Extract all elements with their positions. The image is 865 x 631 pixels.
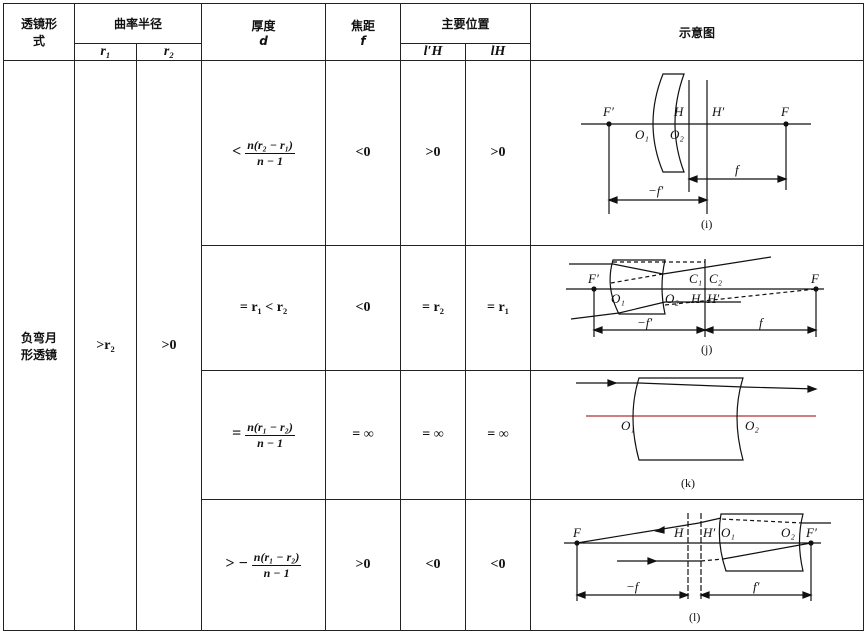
focal-cell: = ∞ (325, 370, 401, 500)
header-lens-form: 透镜形式 (3, 3, 75, 61)
lH-cell: = r₁ (465, 245, 531, 371)
diagram-l: F F′ H H′ O₁ O₂ −f f′ (l) (530, 499, 864, 631)
lHp-cell: <0 (400, 499, 466, 631)
header-principal: 主要位置 (400, 3, 531, 44)
svg-text:−f′: −f′ (648, 183, 663, 198)
thickness-cell: > −n(r₁ − r₂)n − 1 (201, 499, 326, 631)
lH-cell: >0 (465, 60, 531, 246)
lH-cell: = ∞ (465, 370, 531, 500)
svg-text:−f: −f (626, 579, 641, 594)
table-row: > −n(r₁ − r₂)n − 1 >0 <0 <0 F F′ H H′ O₁ O₂… (4, 499, 864, 631)
svg-text:O₂: O₂ (670, 127, 684, 142)
svg-text:(k): (k) (681, 476, 695, 490)
svg-text:H′: H′ (711, 104, 724, 119)
svg-text:O₁: O₁ (611, 291, 625, 306)
focal-cell: >0 (325, 499, 401, 631)
header-diagram: 示意图 (530, 3, 864, 61)
svg-text:F: F (780, 104, 790, 119)
svg-text:F: F (810, 271, 820, 286)
lHp-cell: = ∞ (400, 370, 466, 500)
svg-text:H: H (690, 291, 701, 306)
svg-text:O₂: O₂ (665, 291, 679, 306)
thickness-cell: =n(r₁ − r₂)n − 1 (201, 370, 326, 500)
lens-type: 负弯月形透镜 (3, 60, 75, 631)
svg-text:F′: F′ (602, 104, 614, 119)
svg-text:(l): (l) (689, 610, 700, 624)
lH-cell: <0 (465, 499, 531, 631)
svg-text:f′: f′ (753, 579, 760, 594)
r2-value: >0 (136, 60, 202, 631)
svg-text:H: H (673, 104, 684, 119)
thickness-cell: = r₁ < r₂ (201, 245, 326, 371)
diagram-k: O₁ O₂ (k) (530, 370, 864, 500)
diagram-j: F′ F C₁ C₂ O₁ O₂ H H′ −f′ f (j) (530, 245, 864, 371)
svg-text:C₁: C₁ (689, 271, 702, 286)
focal-cell: <0 (325, 60, 401, 246)
svg-text:F′: F′ (805, 525, 817, 540)
svg-text:O₁: O₁ (621, 418, 635, 433)
svg-text:H: H (673, 525, 684, 540)
table-row: =n(r₁ − r₂)n − 1 = ∞ = ∞ = ∞ O₁ O₂ (k) (4, 370, 864, 500)
focal-cell: <0 (325, 245, 401, 371)
svg-text:f: f (759, 315, 765, 330)
header-r1: r₁ (74, 43, 137, 61)
svg-text:O₂: O₂ (781, 525, 795, 540)
svg-text:F: F (572, 525, 582, 540)
lHp-cell: = r₂ (400, 245, 466, 371)
svg-text:C₂: C₂ (709, 271, 723, 286)
table-row: 负弯月形透镜 >r₂ >0 <n(r₂ − r₁)n − 1 <0 >0 >0 … (3, 60, 864, 631)
svg-text:O₂: O₂ (745, 418, 759, 433)
diagram-i: F′ F H H′ O₁ O₂ f −f′ (i) (530, 60, 864, 246)
lHp-cell: >0 (400, 60, 466, 246)
svg-text:O₁: O₁ (635, 127, 649, 142)
header-lH-prime: l′H (400, 43, 466, 61)
svg-text:(j): (j) (701, 342, 712, 356)
svg-text:(i): (i) (701, 217, 712, 231)
header-r2: r₂ (136, 43, 202, 61)
svg-text:H′: H′ (702, 525, 715, 540)
svg-text:−f′: −f′ (637, 315, 652, 330)
svg-text:f: f (735, 162, 741, 177)
svg-text:H′: H′ (706, 291, 719, 306)
header-radius: 曲率半径 (74, 3, 202, 44)
header-lH: lH (465, 43, 531, 61)
svg-text:O₁: O₁ (721, 525, 735, 540)
svg-text:F′: F′ (587, 271, 599, 286)
thickness-cell: <n(r₂ − r₁)n − 1 (201, 60, 326, 246)
r1-value: >r₂ (74, 60, 137, 631)
